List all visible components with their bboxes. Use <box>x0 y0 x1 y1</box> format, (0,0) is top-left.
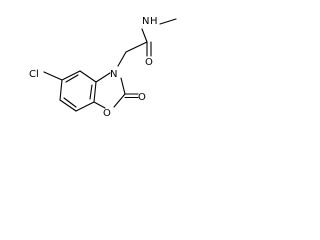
ring-oxygen-label: O <box>103 108 111 119</box>
bond-c3a-c4 <box>79 70 97 83</box>
ring-carbonyl-oxygen-label: O <box>138 92 146 103</box>
bond-c5-cl <box>43 71 63 81</box>
bond-n3-ch2 <box>117 51 127 67</box>
bond-c3a-n3 <box>95 72 111 83</box>
bond-c5-c6 <box>59 79 63 101</box>
amide-hydrogen-label: H <box>150 16 158 27</box>
bond-c7a-c3a <box>93 81 97 103</box>
ring-nitrogen-label: N <box>110 69 117 80</box>
chlorine-label: Cl <box>29 69 39 80</box>
bond-inner-1 <box>65 74 79 83</box>
bond-inner-3 <box>89 84 93 100</box>
bond-inner-2 <box>63 97 77 108</box>
bond-n3-c2 <box>120 77 126 95</box>
bond-c2-o1 <box>113 93 126 108</box>
amide-nitrogen-label: N <box>142 16 149 27</box>
bond-c-n-amide <box>141 28 148 43</box>
bond-c6-c7 <box>59 99 77 112</box>
bond-n-methyl <box>159 18 177 25</box>
bond-ch2-c-amide <box>125 41 148 53</box>
bond-c7-c7a <box>75 101 95 112</box>
benzene-ring <box>59 70 97 112</box>
amide-oxygen-label: O <box>145 57 153 68</box>
chemical-structure: Cl N O O O N H <box>29 16 177 119</box>
atom-labels: Cl N O O O N H <box>29 16 158 119</box>
bond-c4-c5 <box>61 70 81 81</box>
oxazolone-ring <box>93 72 126 109</box>
bond-o1-c7a <box>93 101 106 109</box>
